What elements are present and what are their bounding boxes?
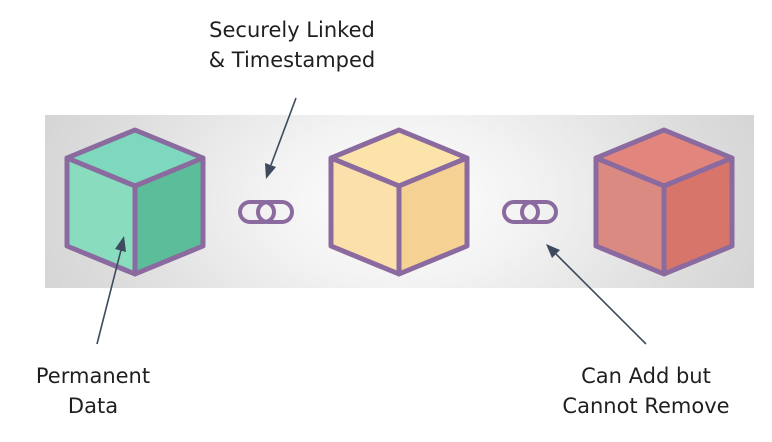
- label-line: Securely Linked: [209, 18, 375, 42]
- label-can-add: Can Add but Cannot Remove: [528, 361, 764, 421]
- label-line: Data: [67, 394, 119, 418]
- arrow-to-chain-top: [265, 97, 297, 179]
- label-line: Cannot Remove: [562, 394, 730, 418]
- label-line: & Timestamped: [208, 48, 376, 72]
- block-yellow-right-face: [396, 155, 470, 277]
- block-red-right-face: [661, 155, 735, 277]
- label-permanent-data: Permanent Data: [0, 361, 186, 421]
- block-green-right-face: [132, 155, 206, 277]
- arrow-to-green-block: [96, 236, 126, 345]
- chain-link-icon: [238, 200, 294, 224]
- label-securely-linked: Securely Linked & Timestamped: [172, 15, 412, 75]
- label-line: Permanent: [35, 364, 151, 388]
- block-yellow-cube: [328, 127, 470, 277]
- block-green-cube: [64, 127, 206, 277]
- arrow-to-chain-right: [546, 244, 647, 345]
- label-line: Can Add but: [581, 364, 711, 388]
- block-red-cube: [593, 127, 735, 277]
- chain-link-icon: [502, 200, 558, 224]
